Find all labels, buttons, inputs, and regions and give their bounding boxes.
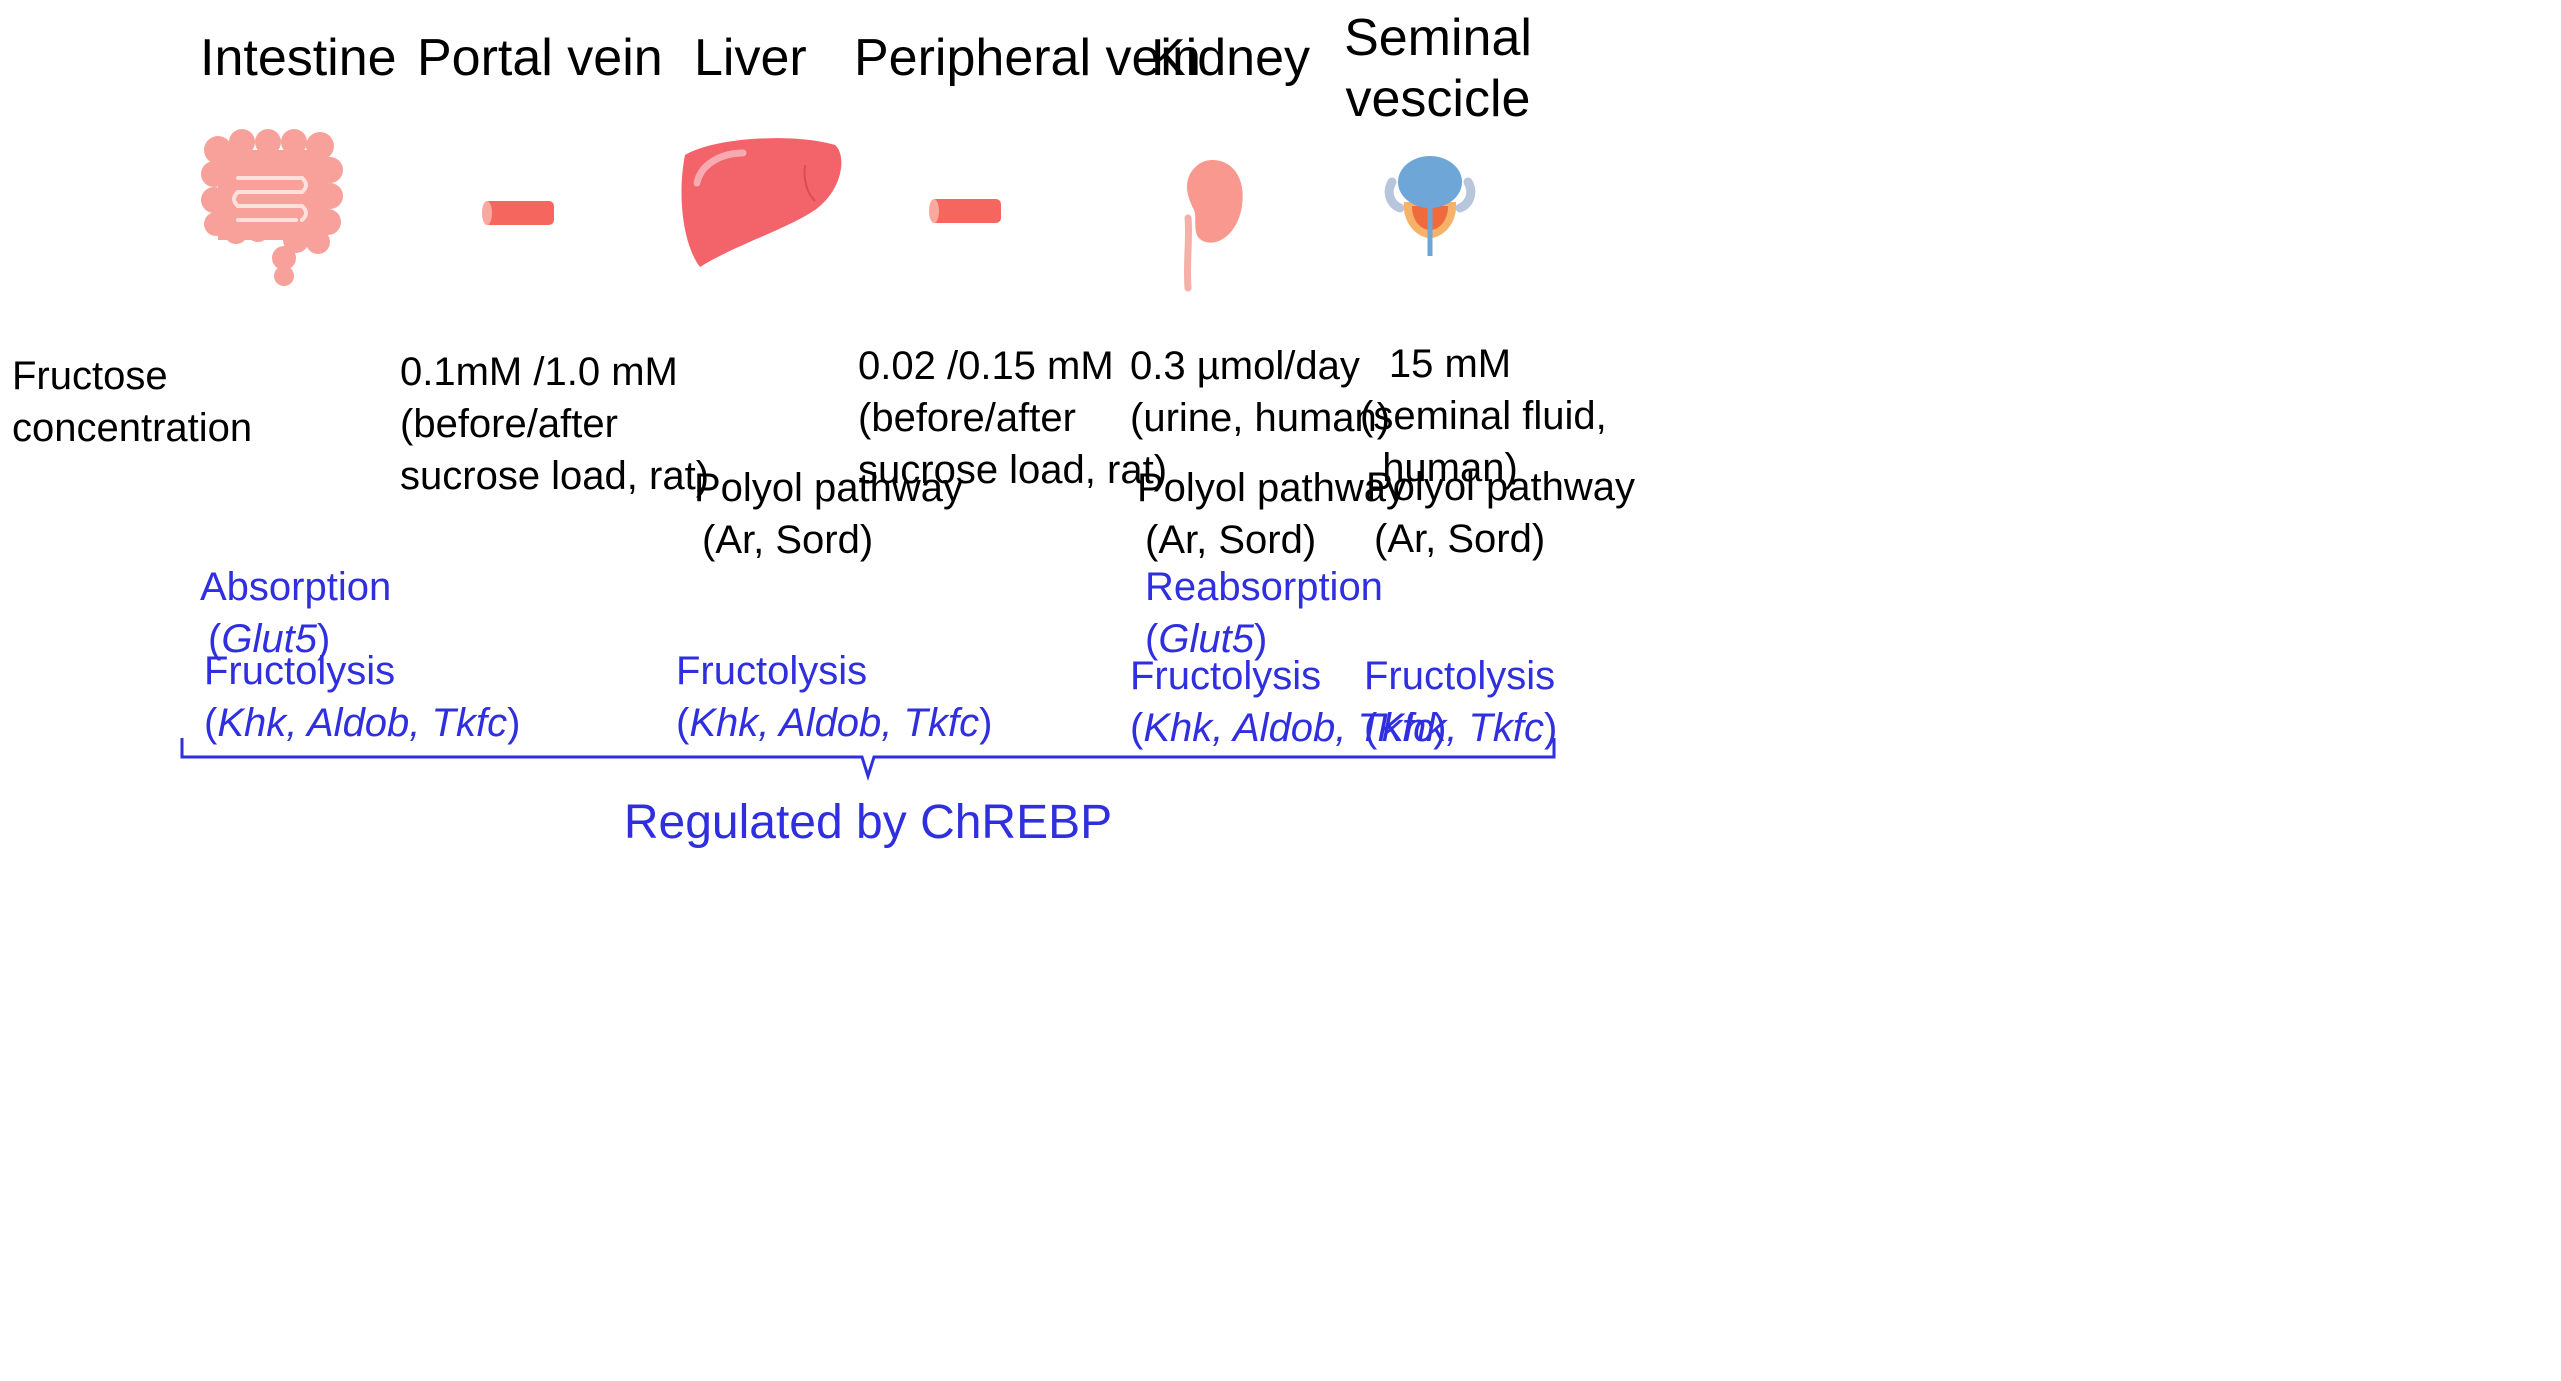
kidney-polyol-pathway: Polyol pathway (Ar, Sord)	[1137, 466, 1407, 562]
header-kidney: Kidney	[1151, 29, 1310, 87]
kidney-icon	[1183, 160, 1243, 292]
header-portal-vein: Portal vein	[417, 29, 663, 87]
kidney-fructolysis: Fructolysis (Khk, Aldob, Tkfc)	[1130, 654, 1447, 750]
intestine-absorption: Absorption (Glut5)	[200, 565, 392, 661]
regulator-label: Regulated by ChREBP	[623, 796, 1113, 849]
intestine-icon	[201, 129, 343, 286]
intestine-fructolysis: Fructolysis (Khk, Aldob, Tkfc)	[204, 649, 521, 745]
kidney-reabsorption: Reabsorption (Glut5)	[1145, 565, 1383, 661]
header-liver: Liver	[694, 29, 807, 87]
vein-icon	[929, 199, 1001, 223]
seminal-fructolysis: Fructolysis (Khk, Tkfc)	[1364, 654, 1558, 750]
vein-icon	[482, 201, 554, 225]
liver-polyol-pathway: Polyol pathway (Ar, Sord)	[694, 466, 964, 562]
liver-fructolysis: Fructolysis (Khk, Aldob, Tkfc)	[676, 649, 993, 745]
seminal-vesicle-icon	[1384, 156, 1476, 256]
header-intestine: Intestine	[200, 29, 397, 87]
header-seminal-vescicle: Seminal vescicle	[1344, 9, 1532, 129]
liver-icon	[681, 138, 842, 267]
header-peripheral-vein: Peripheral vein	[854, 29, 1201, 87]
seminal-polyol-pathway: Polyol pathway (Ar, Sord)	[1366, 465, 1636, 561]
